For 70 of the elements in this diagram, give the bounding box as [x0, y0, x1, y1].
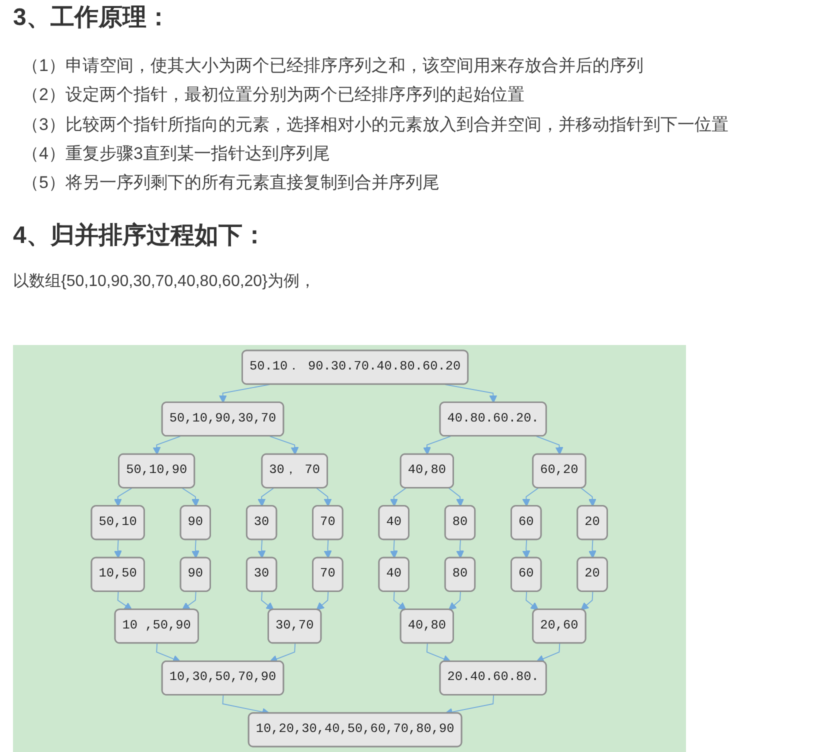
- arrow: [426, 642, 452, 663]
- number-box: 60: [510, 556, 542, 592]
- number-box: 10,30,50,70,90: [162, 660, 284, 696]
- arrow: [182, 488, 200, 507]
- arrow: [580, 488, 597, 507]
- arrow: [270, 436, 299, 455]
- number-box: 20: [576, 556, 608, 592]
- arrow: [423, 436, 452, 455]
- arrow: [316, 488, 332, 507]
- number-box: 30: [246, 505, 278, 540]
- number-box: 60: [510, 505, 542, 540]
- arrow: [394, 591, 406, 610]
- arrow: [156, 642, 181, 663]
- number-box: 40.80.60.20.: [439, 402, 547, 437]
- number-box: 70: [312, 505, 344, 540]
- arrow: [258, 488, 274, 507]
- number-box: 10,20,30,40,50,60,70,80,90: [248, 712, 462, 748]
- paragraph-text: 以数组{50,10,90,30,70,40,80,60,20}为例，: [13, 272, 316, 292]
- list-item: （1）申请空间，使其大小为两个已经排序序列之和，该空间用来存放合并后的序列: [22, 56, 644, 76]
- arrow: [270, 642, 296, 663]
- number-box: 40: [378, 556, 410, 592]
- arrow: [118, 591, 132, 610]
- number-box: 80: [444, 505, 476, 540]
- list-item: （4）重复步骤3直到某一指针达到序列尾: [22, 144, 330, 164]
- arrow: [324, 539, 332, 558]
- number-box: 90: [180, 556, 212, 592]
- arrow: [536, 642, 560, 662]
- list-item: （5）将另一序列剩下的所有元素直接复制到合并序列尾: [22, 173, 440, 194]
- number-box: 50.10． 90.30.70.40.80.60.20: [242, 350, 469, 385]
- arrow: [258, 539, 266, 558]
- section-heading: 3、工作原理：: [13, 4, 170, 33]
- number-box: 20: [576, 505, 608, 540]
- number-box: 10,50: [90, 556, 146, 592]
- number-box: 40: [378, 505, 410, 540]
- number-box: 30,70: [268, 608, 322, 644]
- number-box: 90: [180, 505, 212, 540]
- number-box: 40,80: [400, 453, 454, 488]
- section-heading: 4、归并排序过程如下：: [13, 222, 266, 251]
- arrow: [522, 488, 539, 507]
- arrow: [152, 436, 181, 455]
- arrow: [390, 539, 398, 558]
- arrow: [522, 539, 530, 558]
- number-box: 80: [444, 556, 476, 592]
- number-box: 70: [312, 556, 344, 592]
- number-box: 20,60: [532, 608, 586, 644]
- arrow: [536, 436, 564, 455]
- arrow: [114, 539, 122, 558]
- arrow: [448, 488, 464, 507]
- arrow: [588, 539, 597, 558]
- number-box: 40,80: [400, 608, 454, 644]
- list-item: （3）比较两个指针所指向的元素，选择相对小的元素放入到合并空间，并移动指针到下一位置: [22, 115, 728, 136]
- arrow: [114, 488, 132, 507]
- number-box: 50,10,90: [118, 453, 196, 488]
- arrow: [182, 591, 196, 610]
- arrow: [580, 591, 594, 610]
- number-box: 50,10,90,30,70: [162, 402, 284, 437]
- arrow: [192, 539, 200, 558]
- number-box: 60,20: [532, 453, 586, 488]
- number-box: 30， 70: [261, 453, 328, 488]
- number-box: 20.40.60.80.: [439, 660, 547, 696]
- list-item: （2）设定两个指针，最初位置分别为两个已经排序序列的起始位置: [22, 85, 524, 106]
- arrow: [261, 591, 274, 610]
- arrow: [390, 488, 407, 507]
- arrow: [456, 539, 464, 558]
- number-box: 30: [246, 556, 278, 592]
- arrow: [316, 591, 329, 610]
- arrow: [448, 591, 462, 610]
- number-box: 50,10: [90, 505, 146, 540]
- arrow: [526, 591, 539, 610]
- number-box: 10 ,50,90: [114, 608, 200, 644]
